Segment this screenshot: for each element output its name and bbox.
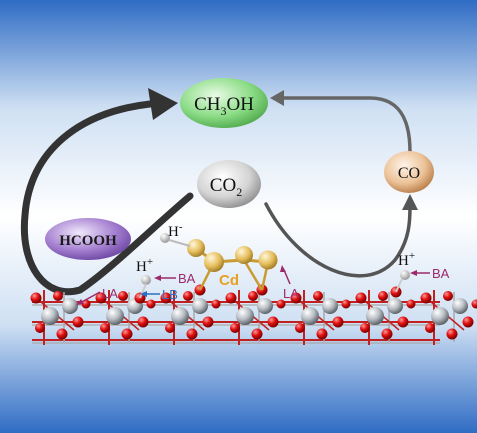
oxygen-atom bbox=[381, 328, 393, 340]
proton-atom-left bbox=[141, 275, 151, 285]
metal-atom bbox=[171, 307, 189, 325]
oxygen-atom bbox=[230, 323, 240, 333]
cd-label: Cd bbox=[219, 272, 239, 289]
metal-atom bbox=[301, 307, 319, 325]
metal-atom bbox=[322, 298, 338, 314]
arrow-formate-to-methanol bbox=[20, 100, 194, 296]
site-label-la-left: LA bbox=[76, 286, 118, 305]
oxygen-atom bbox=[341, 299, 351, 309]
oxygen-atom bbox=[160, 292, 172, 304]
oxygen-atom bbox=[121, 328, 133, 340]
oxygen-atom bbox=[316, 328, 328, 340]
oxygen-atom bbox=[267, 316, 279, 328]
oxygen-atom bbox=[251, 328, 263, 340]
cd-atom bbox=[204, 252, 224, 272]
hydride-label: H- bbox=[168, 221, 183, 240]
proton-label-right: H+ bbox=[398, 250, 415, 269]
site-label-ba-right: BA bbox=[410, 266, 450, 281]
oxygen-atom bbox=[137, 316, 149, 328]
svg-text:LA: LA bbox=[283, 286, 299, 301]
co-bubble bbox=[384, 151, 434, 193]
metal-atom bbox=[366, 307, 384, 325]
oxygen-atom bbox=[248, 291, 258, 301]
oxygen-atom bbox=[313, 291, 323, 301]
oxygen-atom bbox=[100, 323, 110, 333]
svg-text:BA: BA bbox=[432, 266, 450, 281]
oxygen-atom bbox=[295, 323, 305, 333]
metal-atom bbox=[387, 298, 403, 314]
oxygen-atom bbox=[420, 292, 432, 304]
site-label-la-right: LA bbox=[280, 265, 299, 301]
arrow-head-methanol bbox=[148, 88, 178, 120]
proton-label-left: H+ bbox=[136, 256, 153, 275]
oxygen-atom bbox=[72, 316, 84, 328]
cd-cluster bbox=[187, 239, 278, 291]
cd-atom bbox=[187, 239, 205, 257]
oxygen-atom bbox=[56, 328, 68, 340]
oxygen-atom bbox=[225, 292, 237, 304]
metal-atom bbox=[236, 307, 254, 325]
oxygen-atom bbox=[165, 323, 175, 333]
co-label: CO bbox=[398, 165, 420, 182]
oxygen-atom bbox=[471, 299, 477, 309]
metal-atom bbox=[62, 298, 78, 314]
svg-text:LB: LB bbox=[162, 287, 178, 302]
oxygen-atom bbox=[443, 291, 453, 301]
oxygen-atom bbox=[425, 323, 435, 333]
oxide-surface bbox=[30, 284, 477, 345]
oxygen-atom bbox=[183, 291, 193, 301]
site-label-ba-left: BA bbox=[154, 271, 196, 286]
oxygen-atom bbox=[211, 299, 221, 309]
hcooh-label: HCOOH bbox=[59, 233, 117, 249]
metal-atom bbox=[192, 298, 208, 314]
metal-atom bbox=[41, 307, 59, 325]
oxygen-atom bbox=[276, 299, 286, 309]
oxygen-atom bbox=[290, 292, 302, 304]
methanol-bubble bbox=[180, 78, 268, 128]
oxygen-atom bbox=[332, 316, 344, 328]
hcooh-bubble bbox=[45, 218, 131, 260]
svg-text:BA: BA bbox=[178, 271, 196, 286]
arrow-head-co bbox=[402, 194, 418, 210]
oxygen-atom bbox=[446, 328, 458, 340]
metal-atom bbox=[257, 298, 273, 314]
svg-text:LA: LA bbox=[102, 286, 118, 301]
co2-label: CO2 bbox=[210, 175, 242, 199]
metal-atom bbox=[431, 307, 449, 325]
oxygen-atom bbox=[406, 299, 416, 309]
hydride-atom bbox=[160, 233, 170, 243]
oxygen-atom bbox=[397, 316, 409, 328]
cd-atom bbox=[235, 246, 253, 264]
oxygen-atom bbox=[462, 316, 474, 328]
oxygen-atom bbox=[30, 292, 42, 304]
methanol-label: CH3OH bbox=[194, 94, 254, 118]
oxygen-atom bbox=[146, 299, 156, 309]
oxygen-atom bbox=[53, 291, 63, 301]
arrow-co-to-methanol bbox=[280, 96, 412, 154]
cd-atom bbox=[258, 250, 278, 270]
oxygen-atom bbox=[360, 323, 370, 333]
site-label-lb: LB bbox=[140, 287, 178, 302]
proton-atom-right bbox=[400, 270, 410, 280]
oxygen-atom bbox=[378, 291, 388, 301]
oxygen-atom bbox=[95, 292, 107, 304]
arrow-head-methanol-right bbox=[270, 90, 284, 106]
arrow-co2-to-co bbox=[264, 202, 412, 278]
oxygen-atom bbox=[202, 316, 214, 328]
oxygen-atom bbox=[118, 291, 128, 301]
oxygen-atom bbox=[186, 328, 198, 340]
metal-atom bbox=[452, 298, 468, 314]
oxygen-atom bbox=[35, 323, 45, 333]
oxygen-atom bbox=[355, 292, 367, 304]
metal-atom bbox=[106, 307, 124, 325]
co2-bubble bbox=[197, 160, 261, 208]
